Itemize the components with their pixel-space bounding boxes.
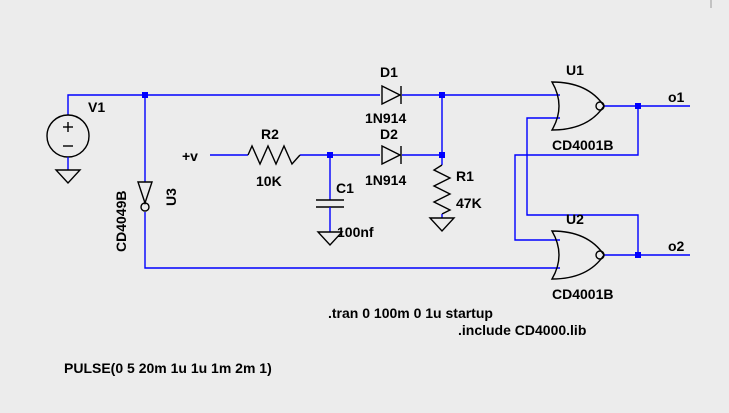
- wire-v1-top: [67, 94, 145, 115]
- r1-resistor[interactable]: [428, 164, 456, 233]
- d2-diode[interactable]: [381, 144, 402, 166]
- tran-directive[interactable]: .tran 0 100m 0 1u startup: [328, 305, 493, 321]
- wires: [67, 94, 690, 269]
- o2-label: o2: [668, 238, 685, 254]
- u2-model: CD4001B: [552, 286, 613, 302]
- u1-nor-gate[interactable]: [550, 81, 605, 131]
- ground-icon: [428, 217, 456, 233]
- ground-icon: [316, 231, 344, 247]
- u2-label: U2: [566, 211, 584, 227]
- u1-label: U1: [566, 62, 584, 78]
- d2-model: 1N914: [365, 172, 406, 188]
- r1-label: R1: [456, 168, 474, 184]
- c1-value: 100nf: [337, 224, 374, 240]
- d1-diode[interactable]: [381, 84, 402, 106]
- wire-u1out-u2in: [514, 106, 639, 241]
- u2-nor-gate[interactable]: [550, 230, 605, 280]
- r2-resistor[interactable]: [247, 144, 301, 166]
- v1-label: V1: [88, 99, 105, 115]
- junction: [327, 152, 333, 158]
- c1-capacitor[interactable]: [316, 199, 344, 247]
- d2-label: D2: [380, 126, 398, 142]
- c1-label: C1: [336, 180, 354, 196]
- junction: [635, 252, 641, 258]
- junction: [142, 92, 148, 98]
- plus-v-label: +v: [182, 148, 198, 164]
- junction: [439, 92, 445, 98]
- o1-label: o1: [668, 89, 685, 105]
- r2-label: R2: [261, 126, 279, 142]
- pulse-spec[interactable]: PULSE(0 5 20m 1u 1u 1m 2m 1): [64, 360, 272, 376]
- include-directive[interactable]: .include CD4000.lib: [458, 322, 586, 338]
- d1-label: D1: [380, 64, 398, 80]
- junctions: [142, 92, 641, 258]
- u3-model: CD4049B: [113, 191, 129, 252]
- wire-u2out-u1in: [526, 117, 639, 255]
- ground-icon: [54, 169, 82, 185]
- r2-value: 10K: [256, 173, 282, 189]
- junction: [439, 152, 445, 158]
- v1-source[interactable]: [46, 114, 90, 185]
- r1-value: 47K: [456, 195, 482, 211]
- d1-model: 1N914: [365, 110, 406, 126]
- u3-inverter[interactable]: [137, 181, 153, 212]
- junction: [635, 103, 641, 109]
- u1-model: CD4001B: [552, 137, 613, 153]
- u3-label: U3: [163, 188, 179, 206]
- wire-u3-u2: [144, 212, 560, 269]
